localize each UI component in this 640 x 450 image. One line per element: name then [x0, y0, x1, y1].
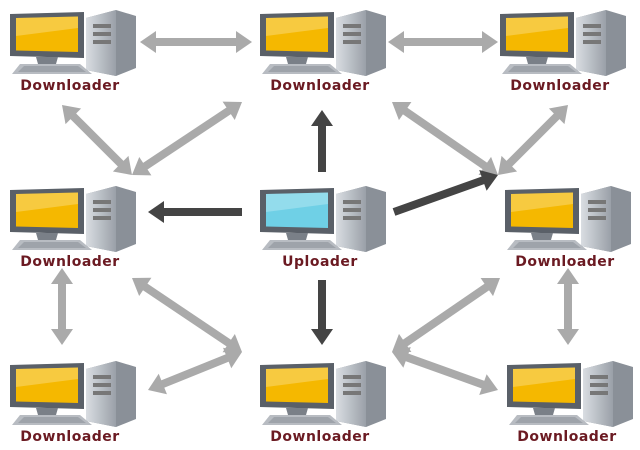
peer-arrow — [392, 347, 498, 395]
downloader-label: Downloader — [270, 78, 370, 94]
peer-arrow — [392, 102, 498, 175]
downloader-label: Downloader — [510, 78, 610, 94]
downloader-node-mid-left: Downloader — [0, 182, 140, 272]
computer-icon — [505, 186, 631, 252]
uploader-label: Uploader — [282, 254, 358, 270]
peer-arrow — [132, 101, 242, 176]
peer-arrow — [392, 277, 500, 353]
downloader-label: Downloader — [20, 429, 120, 445]
downloader-node-top-left: Downloader — [0, 6, 140, 96]
uploader-node: Uploader — [250, 182, 390, 272]
computer-icon — [260, 186, 386, 252]
downloader-node-top-center: Downloader — [250, 6, 390, 96]
peer-arrow — [498, 105, 568, 175]
upload-arrow — [392, 169, 498, 216]
peer-arrow — [148, 347, 242, 395]
computer-icon — [10, 10, 136, 76]
downloader-label: Downloader — [270, 429, 370, 445]
computer-icon — [10, 186, 136, 252]
computer-icon — [260, 10, 386, 76]
downloader-label: Downloader — [20, 254, 120, 270]
computer-icon — [500, 10, 626, 76]
peer-arrow — [388, 31, 498, 53]
upload-arrow — [311, 280, 333, 345]
upload-arrow — [311, 110, 333, 172]
downloader-label: Downloader — [515, 254, 615, 270]
computer-icon — [260, 361, 386, 427]
peer-arrow — [51, 268, 73, 345]
downloader-node-mid-right: Downloader — [495, 182, 635, 272]
computer-icon — [10, 361, 136, 427]
downloader-node-bottom-left: Downloader — [0, 357, 140, 447]
peer-arrow — [62, 105, 132, 175]
downloader-node-top-right: Downloader — [490, 6, 630, 96]
peer-arrow — [557, 268, 579, 345]
downloader-label: Downloader — [517, 429, 617, 445]
computer-icon — [507, 361, 633, 427]
downloader-label: Downloader — [20, 78, 120, 94]
upload-arrow — [148, 201, 242, 223]
downloader-node-bottom-right: Downloader — [497, 357, 637, 447]
peer-arrow — [140, 31, 252, 53]
downloader-node-bottom-center: Downloader — [250, 357, 390, 447]
peer-arrow — [132, 277, 242, 353]
